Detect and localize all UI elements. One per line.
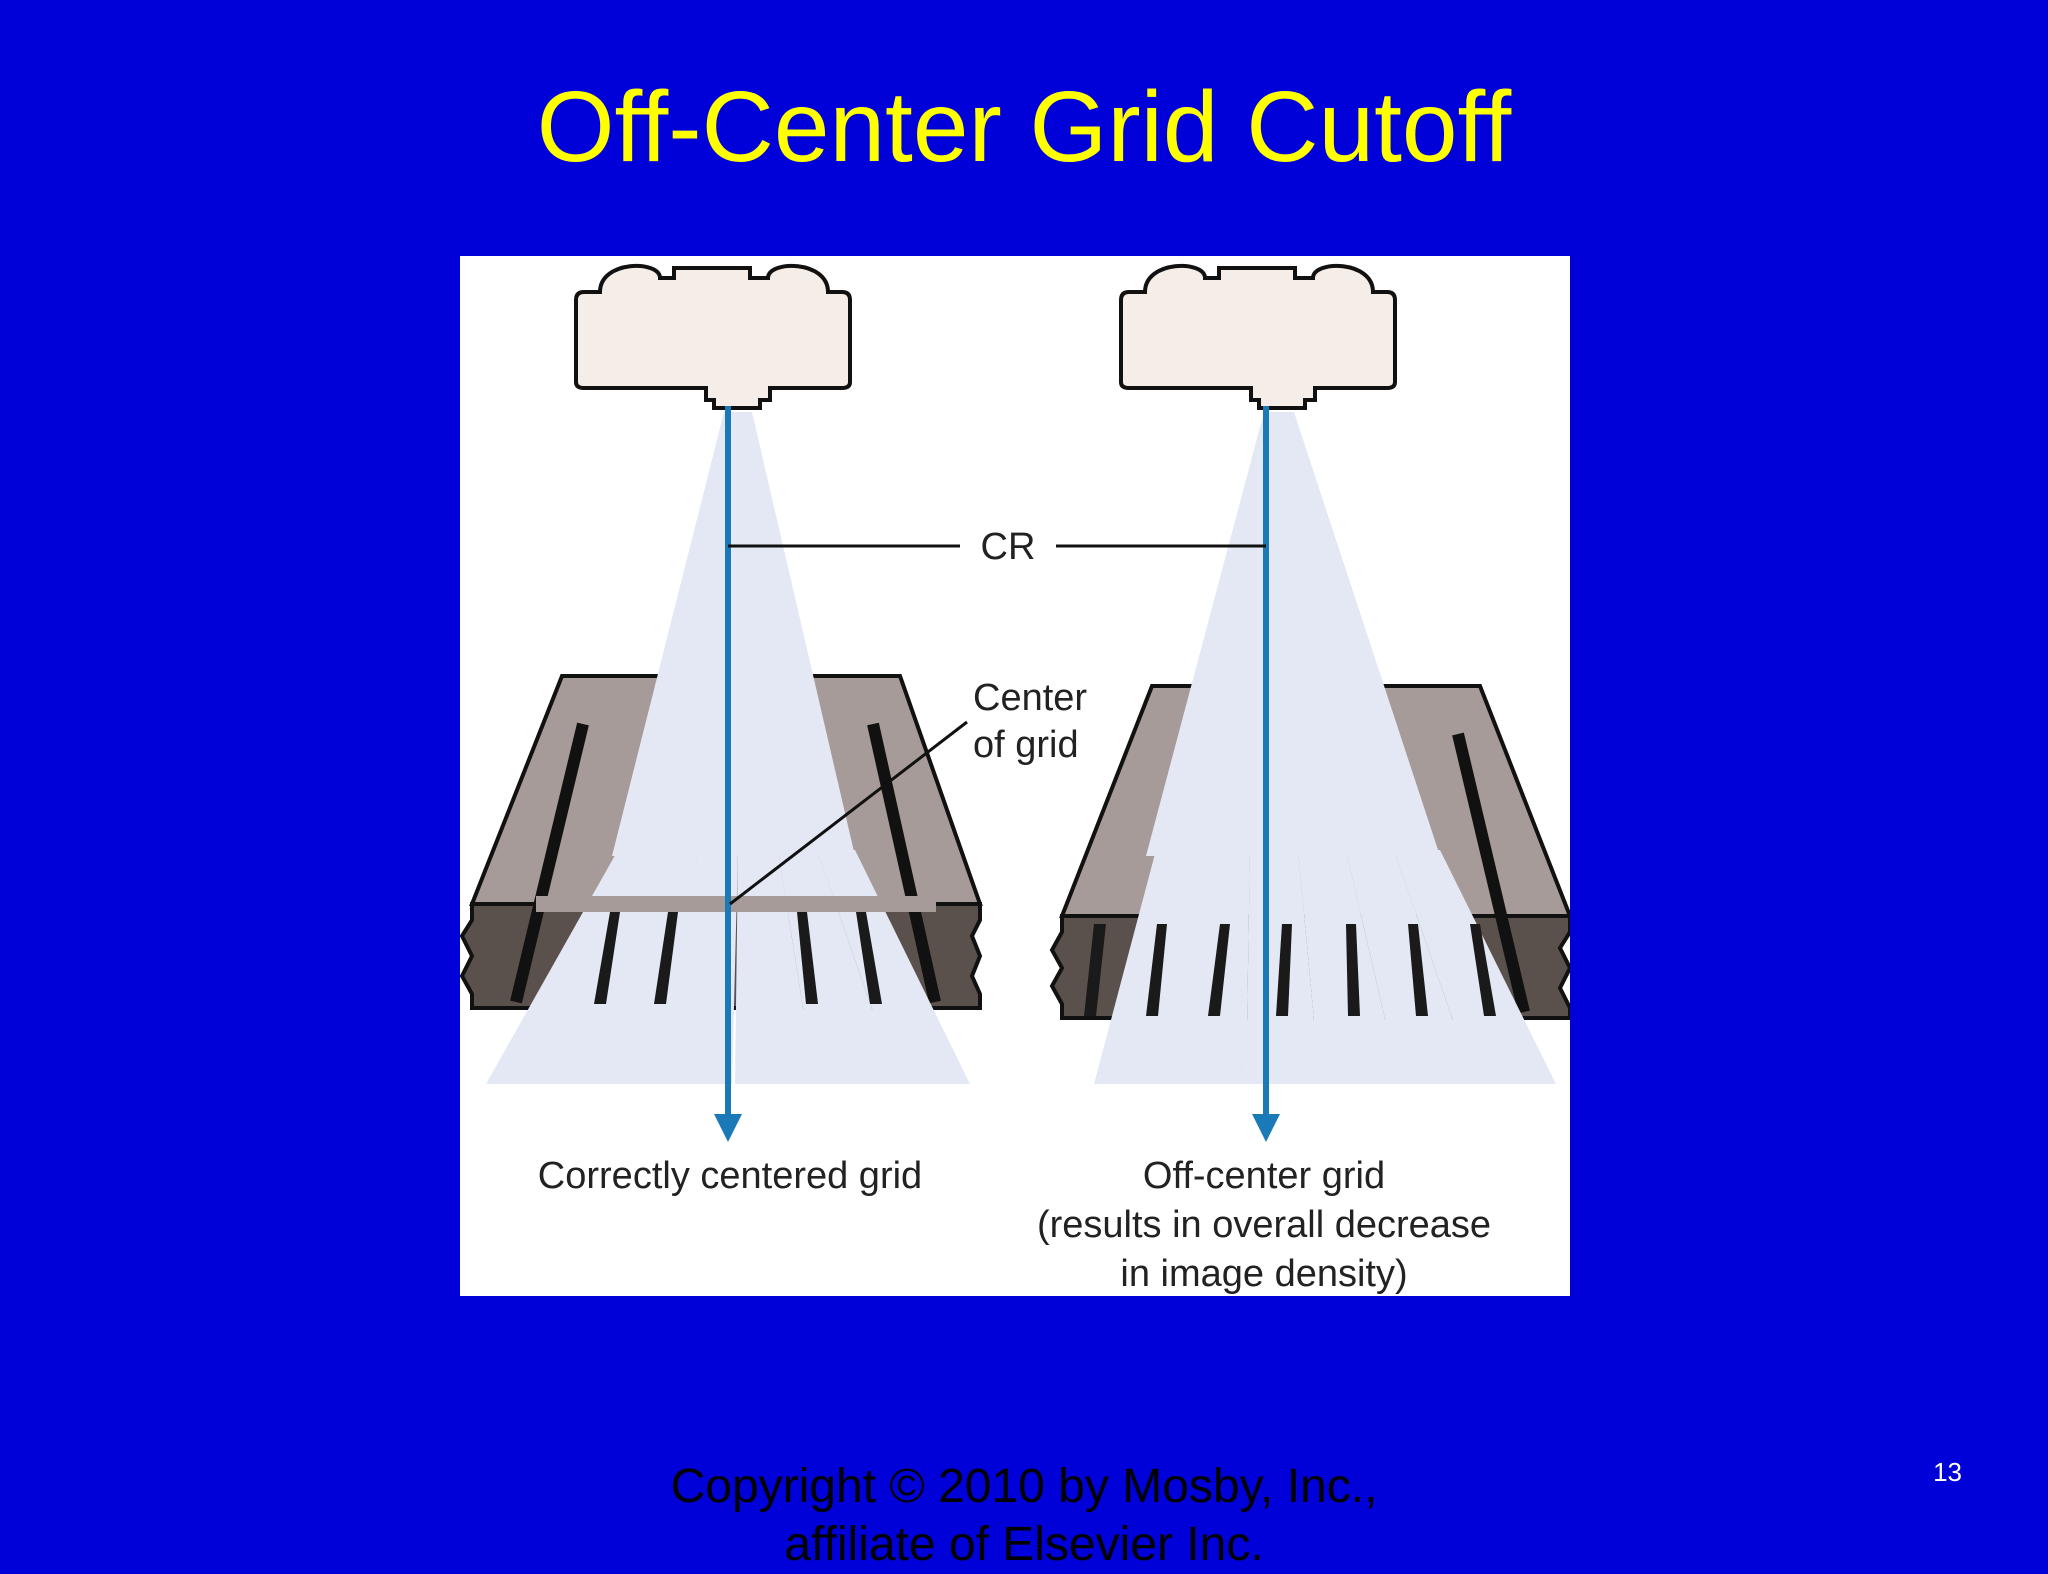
right-caption-line1: Off-center grid <box>1143 1155 1385 1197</box>
right-caption-line2: (results in overall decrease <box>1037 1204 1491 1246</box>
right-lead-strip-2 <box>1146 924 1167 1016</box>
left-grid-lead-strips <box>536 896 936 1004</box>
center-of-grid-leader <box>729 720 968 906</box>
right-beam-ray-5 <box>1346 850 1475 1084</box>
left-xray-tube <box>574 263 852 410</box>
right-lead-strip-5 <box>1346 924 1360 1016</box>
cr-label: CR <box>981 526 1036 568</box>
left-central-ray-arrowhead <box>714 1114 742 1142</box>
left-beam-cone <box>612 412 855 856</box>
left-grid-strip-outer-left <box>510 722 589 1004</box>
right-lead-strip-3 <box>1208 924 1230 1016</box>
copyright-line-1: Copyright © 2010 by Mosby, Inc., <box>670 1460 1378 1513</box>
right-caption-line3: in image density) <box>1120 1253 1407 1295</box>
right-lead-strip-4 <box>1276 924 1292 1016</box>
diagram-canvas: CR Center of grid Correctly centered gri… <box>460 263 1570 1295</box>
grid-cutoff-diagram: CR Center of grid Correctly centered gri… <box>460 256 1570 1296</box>
left-grid-strip-outer-right <box>867 722 941 1004</box>
right-grid-strip-outer-right <box>1452 732 1530 1014</box>
left-lead-strip-2 <box>654 912 678 1004</box>
right-beam-ray-6 <box>1394 850 1556 1084</box>
left-caption: Correctly centered grid <box>538 1155 922 1197</box>
left-lead-strip-1 <box>594 912 620 1004</box>
center-of-grid-label-line2: of grid <box>973 724 1079 766</box>
right-lead-strip-1 <box>1084 924 1106 1016</box>
right-beam-cone <box>1146 412 1440 856</box>
slide-title: Off-Center Grid Cutoff <box>536 71 1512 183</box>
copyright-line-2: affiliate of Elsevier Inc. <box>784 1518 1264 1571</box>
copyright-notice: Copyright © 2010 by Mosby, Inc., affilia… <box>0 1458 2048 1574</box>
left-grid-front-bar <box>536 896 936 912</box>
right-tube-housing <box>1119 263 1397 410</box>
right-lead-strip-7 <box>1470 924 1496 1016</box>
right-central-ray-arrowhead <box>1252 1114 1280 1142</box>
right-lead-strip-6 <box>1408 924 1428 1016</box>
left-tube-housing <box>574 263 852 410</box>
left-lead-strip-3 <box>797 912 818 1004</box>
center-of-grid-label-line1: Center <box>973 677 1087 719</box>
left-lead-strip-4 <box>856 912 882 1004</box>
right-beam-ray-1 <box>1094 850 1200 1084</box>
right-grid-lead-strips <box>1084 924 1496 1016</box>
right-xray-tube <box>1119 263 1397 410</box>
right-beam-ray-2 <box>1170 850 1250 1084</box>
slide-number: 13 <box>1933 1457 1962 1487</box>
